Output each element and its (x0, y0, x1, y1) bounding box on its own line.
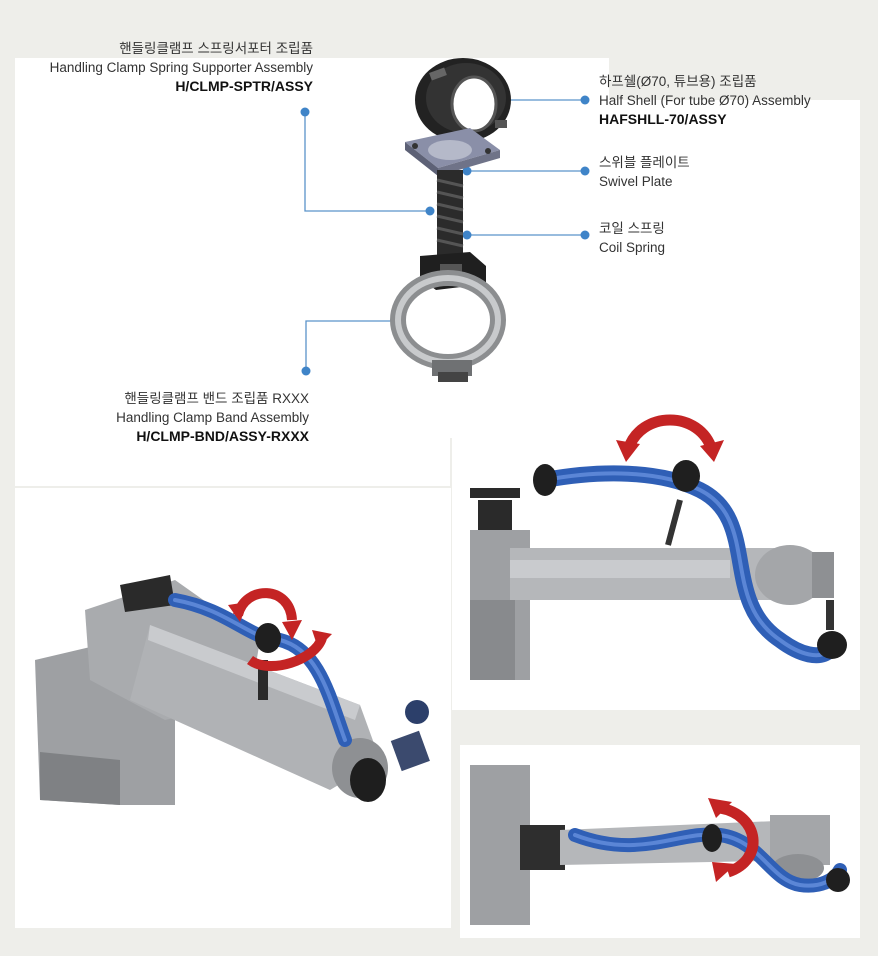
band-part (390, 252, 506, 382)
half-shell-en: Half Shell (For tube Ø70) Assembly (599, 93, 811, 108)
spring-supporter-label: 핸들링클램프 스프링서포터 조립품 Handling Clamp Spring … (50, 39, 313, 96)
band-code: H/CLMP-BND/ASSY-RXXX (136, 428, 309, 444)
swivel-plate-part (405, 128, 500, 176)
half-shell-part (415, 58, 511, 142)
swivel-plate-ko: 스위블 플레이트 (599, 155, 690, 170)
robot-panel-left (15, 488, 451, 928)
half-shell-code: HAFSHLL-70/ASSY (599, 111, 727, 127)
coil-spring-ko: 코일 스프링 (599, 221, 665, 236)
coil-spring-en: Coil Spring (599, 240, 666, 255)
robot-panel-bottomright (460, 745, 860, 938)
top-panel-lower2 (15, 436, 450, 486)
spring-supporter-code: H/CLMP-SPTR/ASSY (175, 78, 313, 94)
band-ko: 핸들링클램프 밴드 조립품 RXXX (124, 391, 309, 406)
coil-spring-label: 코일 스프링 Coil Spring (599, 219, 665, 257)
spring-supporter-en: Handling Clamp Spring Supporter Assembly (49, 60, 313, 75)
clamp-assembly-illustration (300, 58, 590, 382)
spring-supporter-ko: 핸들링클램프 스프링서포터 조립품 (119, 41, 313, 56)
band-label: 핸들링클램프 밴드 조립품 RXXX Handling Clamp Band A… (116, 389, 309, 446)
band-en: Handling Clamp Band Assembly (116, 410, 309, 425)
half-shell-label: 하프쉘(Ø70, 튜브용) 조립품 Half Shell (For tube Ø… (599, 72, 811, 129)
half-shell-ko: 하프쉘(Ø70, 튜브용) 조립품 (599, 74, 757, 89)
coil-spring-part (436, 170, 464, 260)
swivel-plate-en: Swivel Plate (599, 174, 673, 189)
swivel-plate-label: 스위블 플레이트 Swivel Plate (599, 153, 690, 191)
